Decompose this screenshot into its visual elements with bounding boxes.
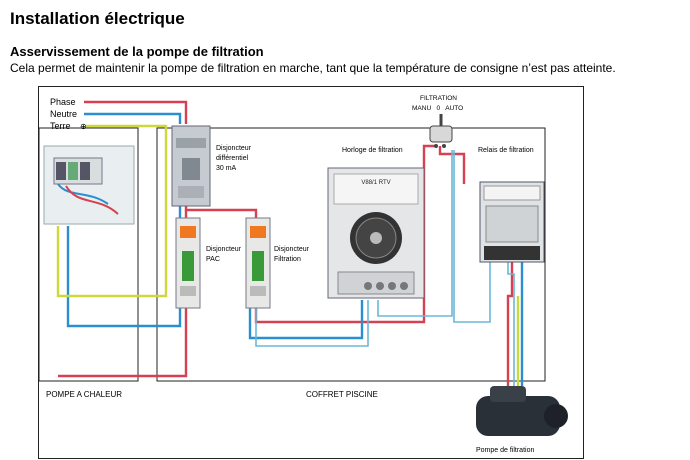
disjoncteur-filtration: [245, 217, 271, 309]
disj-filt-line2: Filtration: [274, 256, 301, 263]
horloge-label: Horloge de filtration: [342, 147, 403, 154]
wire-pump-phase: [506, 262, 514, 386]
wire-horloge-relais: [377, 150, 453, 317]
wire-pac-loop: [58, 306, 188, 378]
label-phase: Phase: [50, 97, 76, 107]
pompe-chaleur-box: [38, 127, 139, 382]
coffret-box: [156, 127, 546, 382]
relais-filtration: [479, 181, 545, 263]
disj-diff-line2: différentiel: [216, 155, 249, 162]
label-terre: Terre: [50, 121, 71, 131]
pompe-filtration: [476, 386, 568, 436]
disj-filt-line1: Disjoncteur: [274, 246, 310, 253]
horloge-filtration: V88/1 RTV: [327, 167, 425, 299]
horloge-model: V88/1 RTV: [361, 180, 390, 186]
wire-neutre-loop: [66, 226, 182, 328]
relais-label: Relais de filtration: [478, 147, 534, 154]
pompe-chaleur-label: POMPE A CHALEUR: [46, 390, 122, 399]
wire-neutre-filt: [248, 300, 364, 340]
disj-diff-line3: 30 mA: [216, 165, 237, 172]
switch-positions-label: MANU 0 AUTO: [412, 105, 463, 112]
section-description: Cela permet de maintenir la pompe de fil…: [10, 61, 616, 75]
wire-terre: [56, 124, 168, 298]
wire-neutre: [84, 112, 182, 124]
pompe-filtration-label: Pompe de filtration: [476, 447, 534, 454]
wiring-diagram: V88/1 RTV Phase Neutre Terre ⊕ Disjoncte…: [38, 86, 584, 459]
wire-horloge-disj: [255, 300, 369, 347]
disjoncteur-pac: [175, 217, 201, 309]
disj-diff-line1: Disjoncteur: [216, 145, 252, 152]
wire-signal-2: [453, 150, 491, 323]
disj-pac-line1: Disjoncteur: [206, 246, 242, 253]
wire-phase-out: [184, 206, 258, 218]
page-title: Installation électrique: [10, 9, 185, 28]
disj-pac-line2: PAC: [206, 256, 220, 263]
terre-symbol: ⊕: [80, 122, 87, 131]
section-title: Asservissement de la pompe de filtration: [10, 44, 264, 59]
pac-terminal-panel: [43, 145, 135, 225]
coffret-label: COFFRET PISCINE: [306, 390, 378, 399]
disjoncteur-differentiel: [171, 125, 211, 207]
wire-phase: [84, 100, 188, 124]
label-neutre: Neutre: [50, 109, 77, 119]
filtration-switch: [429, 114, 453, 148]
filtration-switch-label: FILTRATION: [420, 95, 457, 102]
wire-pump-signal: [507, 262, 515, 386]
